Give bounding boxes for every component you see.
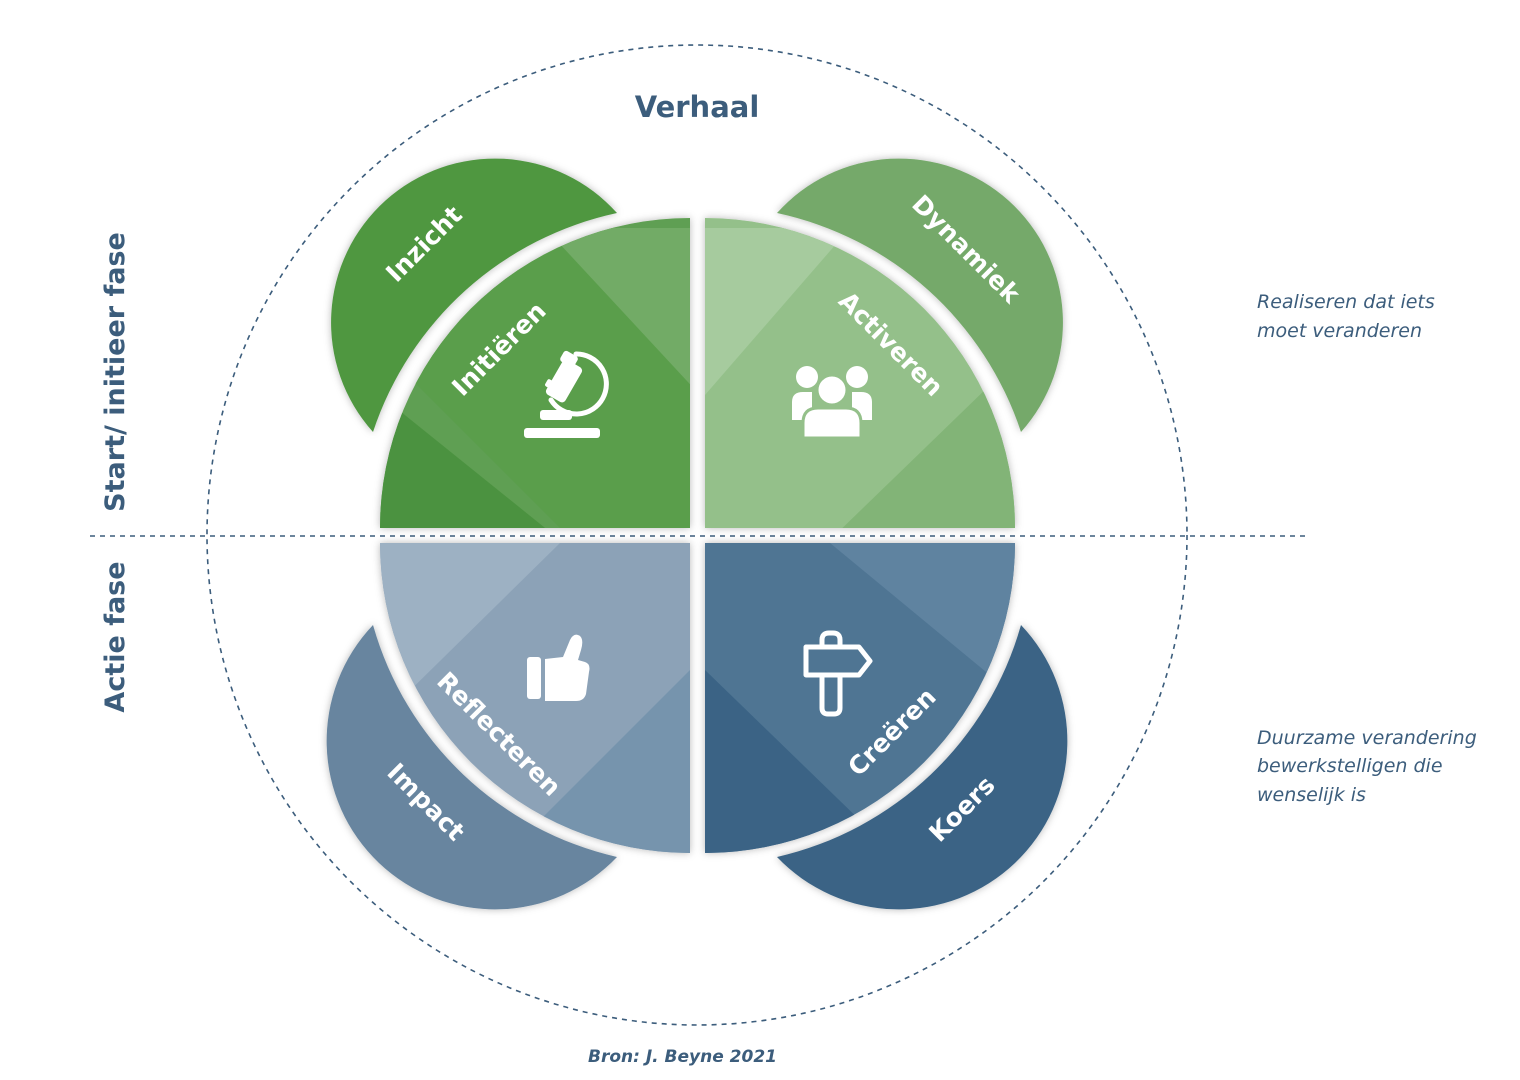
petal-koers [777,625,1068,910]
svg-text:Duurzame verandering: Duurzame verandering [1257,727,1477,749]
thumbs-up-icon [527,634,590,701]
quadrant-creeren [705,543,1015,853]
svg-text:wenselijk is: wenselijk is [1257,784,1366,806]
people-group-icon [792,366,872,440]
petal-dynamiek [777,158,1063,432]
quadrant-initieren [380,218,690,528]
note-top: Realiseren dat iets moet veranderen [1257,291,1435,342]
svg-text:Realiseren dat iets: Realiseren dat iets [1257,291,1435,313]
phase-label-bottom: Actie fase [100,561,131,712]
outer-dashed-circle [206,44,1188,1026]
diagram-title: Verhaal [635,90,760,124]
signpost-icon [803,630,873,717]
petal-impact [326,625,617,910]
svg-text:moet veranderen: moet veranderen [1257,320,1422,342]
note-bottom: Duurzame verandering bewerkstelligen die… [1257,727,1477,806]
petal-inzicht [331,158,617,432]
source-credit: Bron: J. Beyne 2021 [588,1047,777,1067]
microscope-icon [524,350,609,438]
svg-text:bewerkstelligen die: bewerkstelligen die [1257,755,1443,777]
phase-label-top: Start/ initieer fase [100,232,131,512]
